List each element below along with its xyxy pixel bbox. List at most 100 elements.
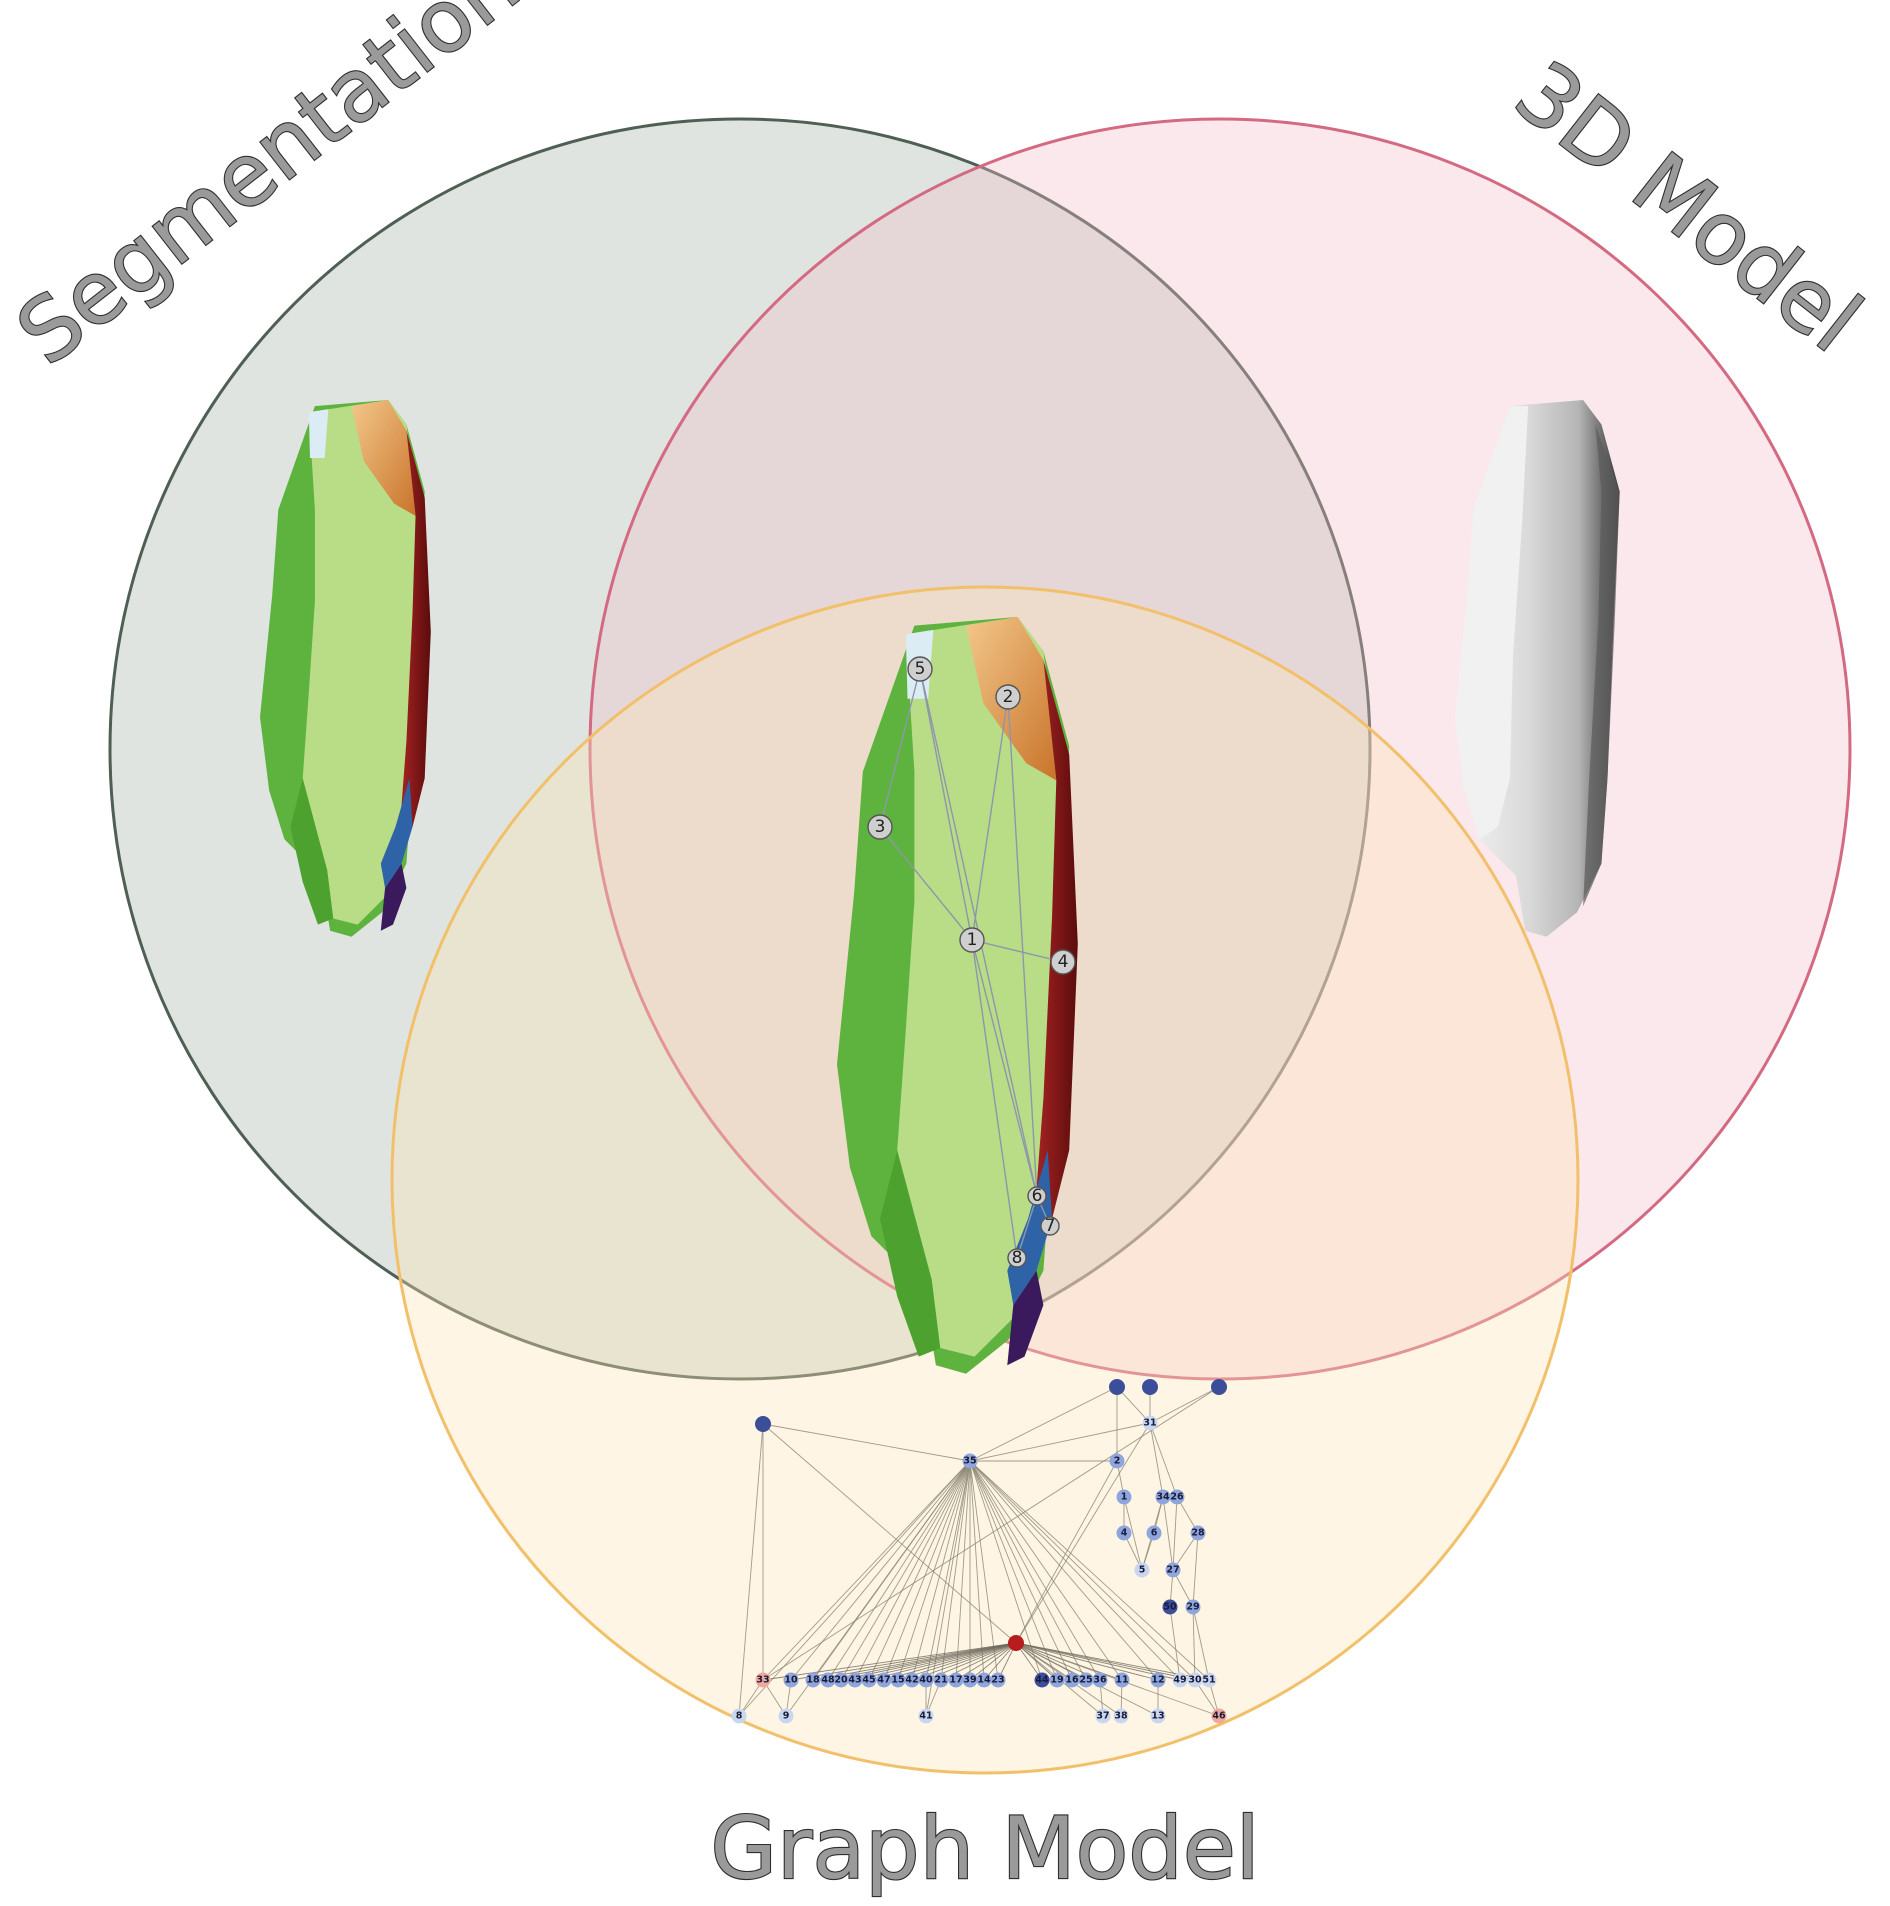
overlay-node-label: 5 <box>915 659 926 679</box>
graph-hub-node <box>1008 1635 1024 1651</box>
graph-node <box>805 1672 821 1688</box>
graph-node-label: 9 <box>783 1711 790 1722</box>
overlay-edge <box>1007 696 1038 1197</box>
overlay-node <box>959 927 985 953</box>
graph-edge <box>762 1423 1017 1644</box>
graph-edge <box>1149 1386 1220 1424</box>
graph-node-label: 23 <box>991 1675 1004 1686</box>
graph-node-label: 8 <box>736 1711 743 1722</box>
graph-node <box>1134 1562 1150 1578</box>
graph-edge <box>854 1460 971 1681</box>
graph-node <box>731 1708 747 1724</box>
graph-node <box>904 1672 920 1688</box>
graph-edge <box>969 1460 1087 1681</box>
graph-node-label: 28 <box>1191 1528 1205 1539</box>
graph-edge <box>1192 1606 1196 1681</box>
graph-edge <box>1149 1422 1164 1498</box>
graph-edge <box>1169 1606 1181 1681</box>
graph-node <box>847 1672 863 1688</box>
overlay-node-label: 6 <box>1032 1186 1043 1206</box>
graph-node-label: 13 <box>1151 1711 1164 1722</box>
graph-node-label: 46 <box>1212 1711 1226 1722</box>
graph-node-label: 29 <box>1186 1602 1199 1613</box>
graph-edge <box>1192 1532 1199 1608</box>
graph-node <box>820 1672 836 1688</box>
graph-edge <box>969 1460 1123 1681</box>
overlay-node-label: 7 <box>1045 1216 1056 1236</box>
graph-node-label: 37 <box>1096 1711 1109 1722</box>
overlay-node <box>1040 1216 1060 1236</box>
graph-node <box>1211 1708 1227 1724</box>
graph-edge <box>762 1423 971 1462</box>
graph-edge <box>969 1460 1196 1681</box>
graph-edge <box>868 1642 1017 1681</box>
graph-node-label: 16 <box>1065 1675 1079 1686</box>
graph-node <box>948 1672 964 1688</box>
graph-node-label: 33 <box>756 1675 769 1686</box>
graph-node <box>1185 1599 1201 1615</box>
graph-edge <box>762 1642 1017 1681</box>
graph-node-label: 20 <box>834 1675 848 1686</box>
graph-node-label: 30 <box>1188 1675 1202 1686</box>
graph-edge <box>1015 1642 1159 1681</box>
graph-edge <box>969 1460 1058 1681</box>
graph-node-label: 48 <box>821 1675 835 1686</box>
graph-edge <box>969 1460 1181 1681</box>
graph-edge <box>969 1642 1017 1681</box>
graph-node-label: 39 <box>963 1675 976 1686</box>
graph-node <box>833 1672 849 1688</box>
overlay-node-label: 8 <box>1012 1248 1023 1268</box>
graph-node <box>1049 1672 1065 1688</box>
graph-node-label: 10 <box>784 1675 798 1686</box>
graph-edge <box>1015 1460 1118 1644</box>
graph-edge <box>925 1460 971 1681</box>
3d-model-artifact <box>1455 400 1620 937</box>
graph-node-label: 4 <box>1121 1528 1128 1539</box>
graph-model-label: Graph Model <box>710 1799 1259 1899</box>
graph-node <box>1146 1525 1162 1541</box>
graph-edge <box>762 1386 1220 1681</box>
graph-node-label: 44 <box>1035 1675 1049 1686</box>
graph-node-label: 18 <box>806 1675 820 1686</box>
graph-node <box>1092 1672 1108 1688</box>
graph-node-label: 51 <box>1202 1675 1215 1686</box>
graph-node-label: 31 <box>1143 1418 1156 1429</box>
graph-node-label: 21 <box>934 1675 947 1686</box>
graph-node <box>755 1672 771 1688</box>
graph-node <box>1116 1525 1132 1541</box>
graph-edge <box>940 1460 971 1681</box>
graph-edge <box>738 1460 971 1717</box>
graph-node <box>861 1672 877 1688</box>
graph-edge <box>969 1460 985 1681</box>
graph-node <box>1169 1489 1185 1505</box>
graph-node <box>1142 1415 1158 1431</box>
graph-edge <box>1123 1496 1143 1571</box>
graph-node <box>1116 1489 1132 1505</box>
graph-edge <box>969 1460 1101 1681</box>
overlay-node-label: 3 <box>875 817 886 837</box>
overlay-node <box>867 814 893 840</box>
graph-node-label: 12 <box>1151 1675 1164 1686</box>
graph-node <box>962 1672 978 1688</box>
graph-node-label: 2 <box>1114 1456 1121 1467</box>
overlay-node <box>1007 1248 1027 1268</box>
segmented-artifact-center <box>837 617 1078 1374</box>
graph-node <box>1109 1379 1125 1395</box>
graph-node <box>1211 1379 1227 1395</box>
overlay-node-label: 1 <box>967 930 978 950</box>
graph-node <box>1114 1672 1130 1688</box>
graph-edge <box>1015 1642 1181 1681</box>
graph-node-label: 36 <box>1093 1675 1107 1686</box>
graph-edge <box>1116 1386 1151 1424</box>
graph-edge <box>840 1460 971 1681</box>
graph-node-label: 45 <box>862 1675 875 1686</box>
graph-node <box>1109 1453 1125 1469</box>
graph-node-label: 14 <box>977 1675 991 1686</box>
graph-edge <box>762 1460 971 1681</box>
graph-node <box>1142 1379 1158 1395</box>
graph-edge <box>1015 1422 1151 1644</box>
graph-edge <box>969 1460 999 1681</box>
graph-node <box>918 1672 934 1688</box>
